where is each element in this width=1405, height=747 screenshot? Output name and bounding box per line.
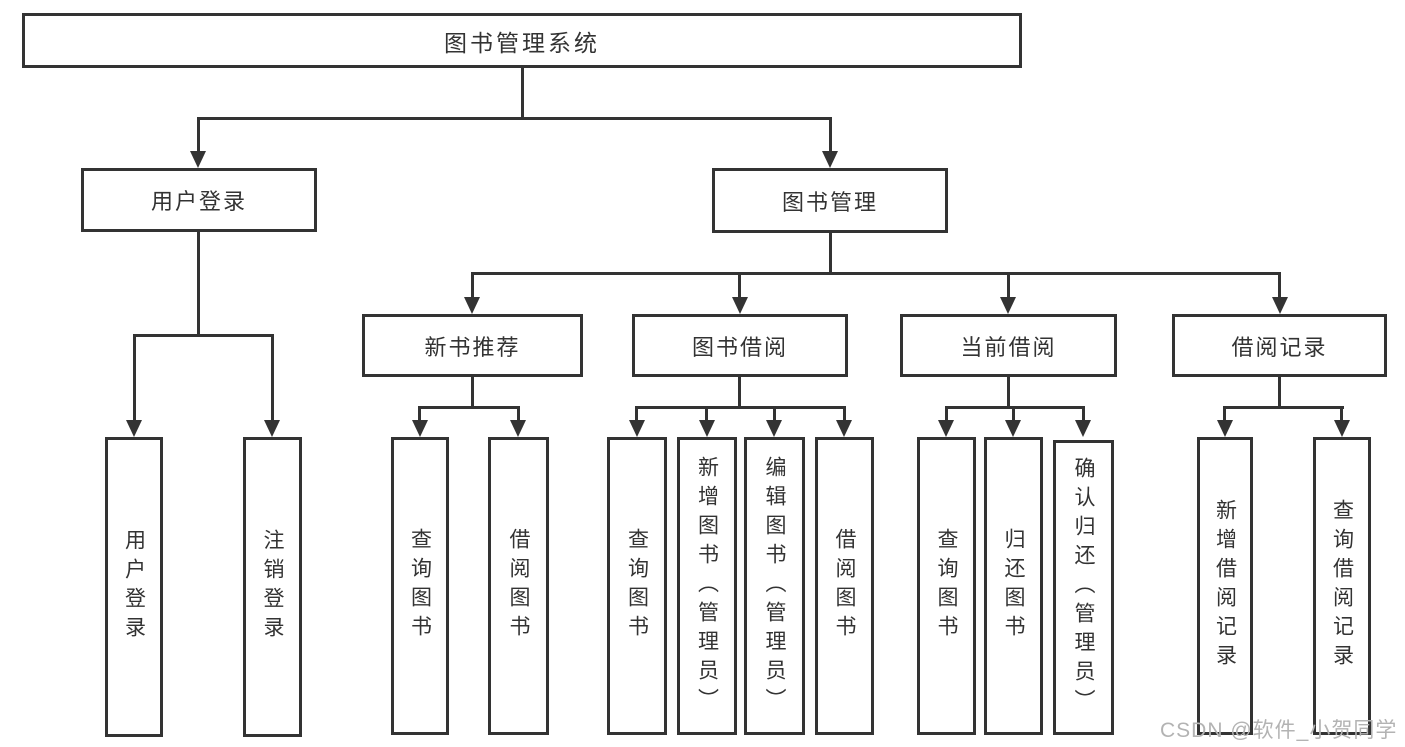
arrow-down-icon	[464, 297, 480, 314]
edge-to-borrow-record-stem	[1278, 272, 1281, 298]
edge-to-book-mgmt-stem	[829, 117, 832, 152]
edge-to-logout-leaf-stem	[271, 334, 274, 421]
edge-leaf-stem	[1223, 406, 1226, 421]
leaf-rec-borrow-books: 借阅图书	[488, 437, 549, 735]
edge-new-book-rec-bus	[419, 406, 520, 409]
leaf-cb-return-books-label: 归还图书	[1002, 528, 1025, 644]
leaf-bb-edit-books-label: 编辑图书（管理员）	[763, 455, 786, 717]
arrow-down-icon	[264, 420, 280, 437]
edge-to-current-borrow-stem	[1007, 272, 1010, 298]
edge-current-borrow-stem	[1007, 377, 1010, 408]
leaf-cb-confirm-return: 确认归还（管理员）	[1053, 440, 1114, 735]
arrow-down-icon	[732, 297, 748, 314]
leaf-rec-query-books: 查询图书	[391, 437, 449, 735]
edge-to-login-leaf-stem	[133, 334, 136, 421]
edge-leaf-stem	[517, 406, 520, 421]
arrow-down-icon	[836, 420, 852, 437]
edge-leaf-stem	[705, 406, 708, 421]
edge-leaf-stem	[773, 406, 776, 421]
node-current-borrow-label: 当前借阅	[960, 334, 1057, 360]
arrow-down-icon	[412, 420, 428, 437]
edge-user-login-stem	[197, 232, 200, 337]
arrow-down-icon	[1075, 420, 1091, 437]
leaf-rec-query-books-label: 查询图书	[408, 528, 432, 644]
arrow-down-icon	[1005, 420, 1021, 437]
arrow-down-icon	[510, 420, 526, 437]
leaf-br-query-record-label: 查询借阅记录	[1330, 499, 1354, 673]
arrow-down-icon	[1217, 420, 1233, 437]
leaf-bb-query-books-label: 查询图书	[625, 528, 649, 644]
arrow-down-icon	[1272, 297, 1288, 314]
edge-leaf-stem	[1012, 406, 1015, 421]
leaf-user-login: 用户登录	[105, 437, 163, 737]
arrow-down-icon	[1334, 420, 1350, 437]
edge-leaf-stem	[635, 406, 638, 421]
node-user-login-label: 用户登录	[150, 189, 247, 214]
leaf-user-login-label: 用户登录	[122, 529, 146, 645]
edge-book-borrow-bus	[635, 406, 846, 409]
edge-borrow-record-bus	[1223, 406, 1344, 409]
arrow-down-icon	[822, 151, 838, 168]
edge-leaf-stem	[843, 406, 846, 421]
leaf-cb-return-books: 归还图书	[984, 437, 1043, 735]
arrow-down-icon	[699, 420, 715, 437]
leaf-br-add-record-label: 新增借阅记录	[1213, 499, 1237, 673]
node-new-book-rec: 新书推荐	[362, 314, 583, 377]
node-user-login: 用户登录	[81, 168, 317, 232]
arrow-down-icon	[766, 420, 782, 437]
leaf-br-add-record: 新增借阅记录	[1197, 437, 1253, 735]
edge-to-book-borrow-stem	[738, 272, 741, 298]
edge-book-mgmt-stem	[829, 233, 832, 275]
edge-to-user-login-stem	[197, 117, 200, 152]
leaf-bb-borrow-books-label: 借阅图书	[833, 528, 856, 644]
edge-current-borrow-bus	[945, 406, 1085, 409]
edge-root-bus	[197, 117, 832, 120]
node-book-borrow: 图书借阅	[632, 314, 848, 377]
edge-to-new-book-rec-stem	[471, 272, 474, 298]
csdn-watermark: CSDN @软件_小贺同学	[1160, 719, 1398, 742]
leaf-cb-query-books: 查询图书	[917, 437, 976, 735]
leaf-cb-confirm-return-label: 确认归还（管理员）	[1072, 457, 1095, 718]
node-current-borrow: 当前借阅	[900, 314, 1117, 377]
node-borrow-record-label: 借阅记录	[1231, 334, 1328, 360]
leaf-bb-add-books: 新增图书（管理员）	[677, 437, 737, 735]
edge-leaf-stem	[945, 406, 948, 421]
arrow-down-icon	[1000, 297, 1016, 314]
arrow-down-icon	[190, 151, 206, 168]
node-root-label: 图书管理系统	[444, 29, 600, 56]
edge-borrow-record-stem	[1278, 377, 1281, 408]
arrow-down-icon	[629, 420, 645, 437]
edge-root-stem	[521, 68, 524, 120]
node-book-mgmt: 图书管理	[712, 168, 948, 233]
leaf-bb-edit-books: 编辑图书（管理员）	[744, 437, 805, 735]
leaf-bb-borrow-books: 借阅图书	[815, 437, 874, 735]
node-book-mgmt-label: 图书管理	[781, 189, 878, 215]
node-root: 图书管理系统	[22, 13, 1022, 68]
edge-leaf-stem	[1082, 406, 1085, 421]
leaf-br-query-record: 查询借阅记录	[1313, 437, 1371, 735]
leaf-cb-query-books-label: 查询图书	[935, 528, 958, 644]
leaf-logout-label: 注销登录	[261, 529, 284, 645]
edge-new-book-rec-stem	[471, 377, 474, 408]
edge-user-login-bus	[133, 334, 274, 337]
edge-book-mgmt-bus	[471, 272, 1281, 275]
node-book-borrow-label: 图书借阅	[691, 334, 788, 360]
edge-book-borrow-stem	[738, 377, 741, 408]
leaf-logout: 注销登录	[243, 437, 302, 737]
arrow-down-icon	[126, 420, 142, 437]
leaf-bb-add-books-label: 新增图书（管理员）	[695, 455, 719, 717]
leaf-bb-query-books: 查询图书	[607, 437, 667, 735]
node-new-book-rec-label: 新书推荐	[424, 334, 521, 360]
leaf-rec-borrow-books-label: 借阅图书	[507, 528, 530, 644]
edge-leaf-stem	[418, 406, 421, 421]
node-borrow-record: 借阅记录	[1172, 314, 1387, 377]
edge-leaf-stem	[1340, 406, 1343, 421]
arrow-down-icon	[938, 420, 954, 437]
